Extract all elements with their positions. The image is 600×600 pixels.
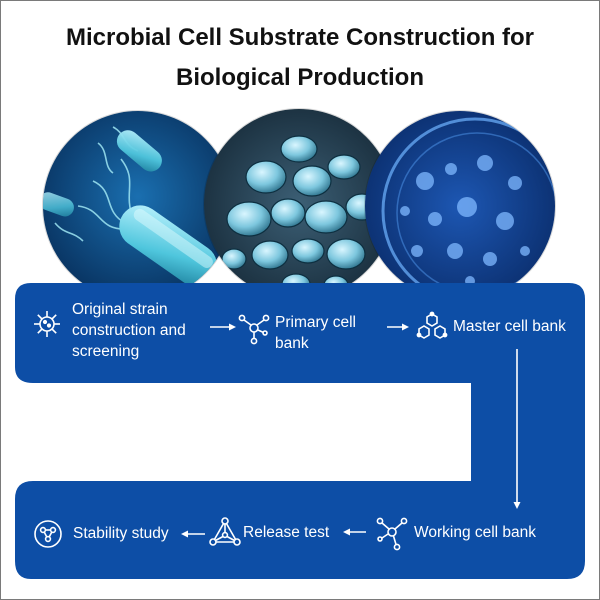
step-master-line-1: Master cell bank (453, 318, 566, 335)
step-primary-cell-bank: Primary cell bank (275, 312, 356, 354)
arrow-original-to-primary (210, 323, 236, 331)
step-primary-line-1: Primary cell (275, 314, 356, 331)
hexagon-cluster-icon (415, 311, 449, 346)
step-release-line-1: Release test (243, 524, 330, 541)
step-original-line-1: Original strain (72, 301, 168, 318)
step-primary-line-2: bank (275, 335, 309, 352)
molecule-network-icon (238, 311, 270, 350)
step-original-line-2: construction and (72, 322, 186, 339)
molecule-network-icon (375, 515, 409, 556)
step-original-strain: Original strain construction and screeni… (72, 299, 186, 362)
step-master-cell-bank: Master cell bank (453, 316, 566, 337)
virus-icon (32, 309, 62, 344)
bacteria-image (43, 111, 233, 301)
step-stability-study: Stability study (73, 523, 169, 544)
step-stability-line-1: Stability study (73, 525, 169, 542)
arrow-working-to-release (343, 528, 366, 536)
flow-band (15, 283, 585, 579)
petri-dish-image (365, 111, 555, 301)
step-original-line-3: screening (72, 343, 140, 360)
arrow-master-to-working (513, 349, 521, 509)
step-working-cell-bank: Working cell bank (414, 522, 536, 543)
arrow-primary-to-master (387, 323, 409, 331)
title-line-1: Microbial Cell Substrate Construction fo… (65, 24, 535, 51)
title-line-2: Biological Production (175, 64, 424, 91)
arrow-release-to-stability (181, 530, 205, 538)
circle-molecule-icon (33, 519, 63, 554)
step-release-test: Release test (243, 522, 329, 543)
triangle-network-icon (209, 517, 241, 552)
step-working-line-1: Working cell bank (414, 524, 537, 541)
